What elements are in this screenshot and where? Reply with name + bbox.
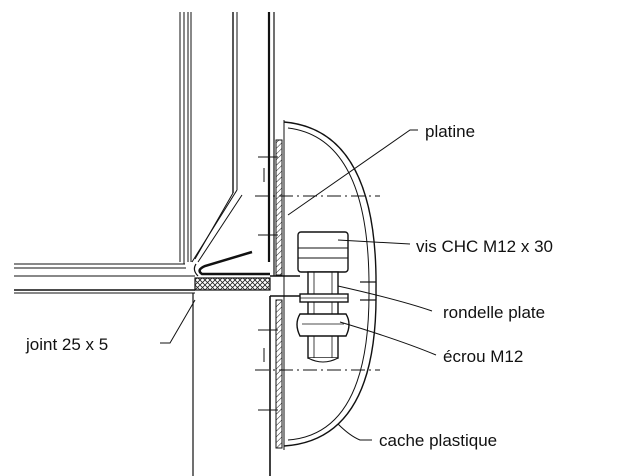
label-rondelle: rondelle plate: [443, 303, 545, 322]
label-ecrou: écrou M12: [443, 347, 523, 366]
label-cache: cache plastique: [379, 431, 497, 450]
joint-seal: [194, 277, 271, 291]
bolt: [296, 231, 350, 363]
platine-plate: [258, 120, 300, 450]
label-joint: joint 25 x 5: [25, 335, 108, 354]
leader-lines: [160, 129, 437, 441]
label-platine: platine: [425, 122, 475, 141]
centre-lines: [255, 195, 380, 371]
plastic-cover: [283, 121, 377, 447]
glazing-frame: [179, 12, 275, 277]
base-plate: [14, 263, 271, 476]
label-vis: vis CHC M12 x 30: [416, 237, 553, 256]
